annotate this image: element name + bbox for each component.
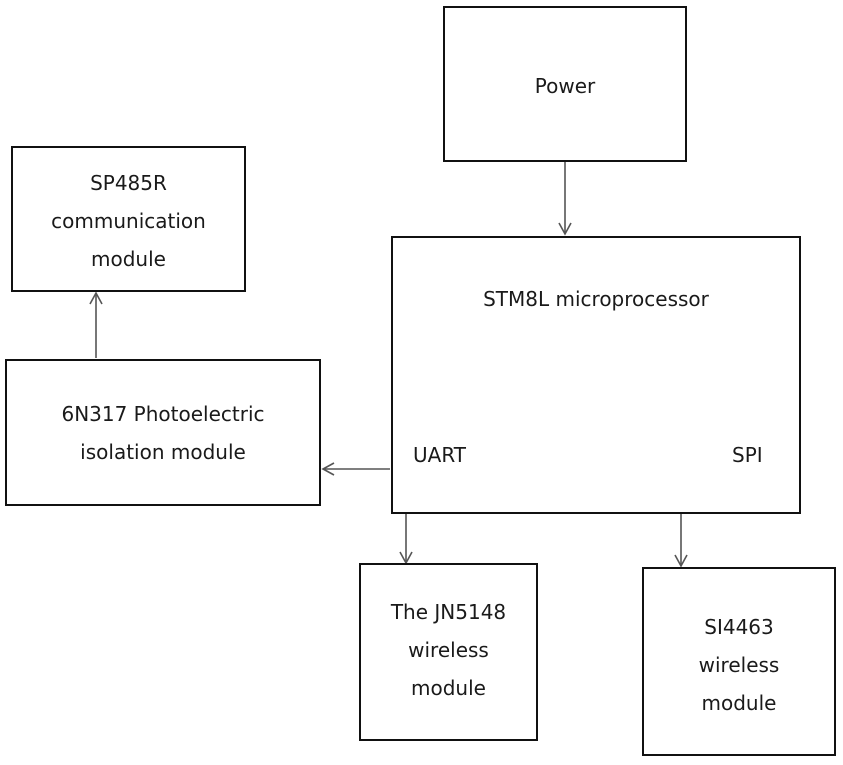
si4463-block: SI4463 wireless module — [642, 567, 836, 756]
mcu-block: STM8L microprocessor UART SPI — [391, 236, 801, 514]
isolation-label: 6N317 Photoelectric isolation module — [61, 402, 265, 464]
isolation-block: 6N317 Photoelectric isolation module — [5, 359, 321, 506]
spi-port-label: SPI — [732, 443, 763, 467]
jn5148-label: The JN5148 wireless module — [390, 600, 507, 700]
power-block: Power — [443, 6, 687, 162]
power-label: Power — [534, 74, 596, 98]
sp485r-label: SP485R communication module — [51, 171, 206, 271]
jn5148-block: The JN5148 wireless module — [359, 563, 538, 741]
si4463-label: SI4463 wireless module — [698, 615, 780, 715]
mcu-label: STM8L microprocessor — [483, 287, 709, 311]
sp485r-block: SP485R communication module — [11, 146, 246, 292]
uart-port-label: UART — [413, 443, 466, 467]
